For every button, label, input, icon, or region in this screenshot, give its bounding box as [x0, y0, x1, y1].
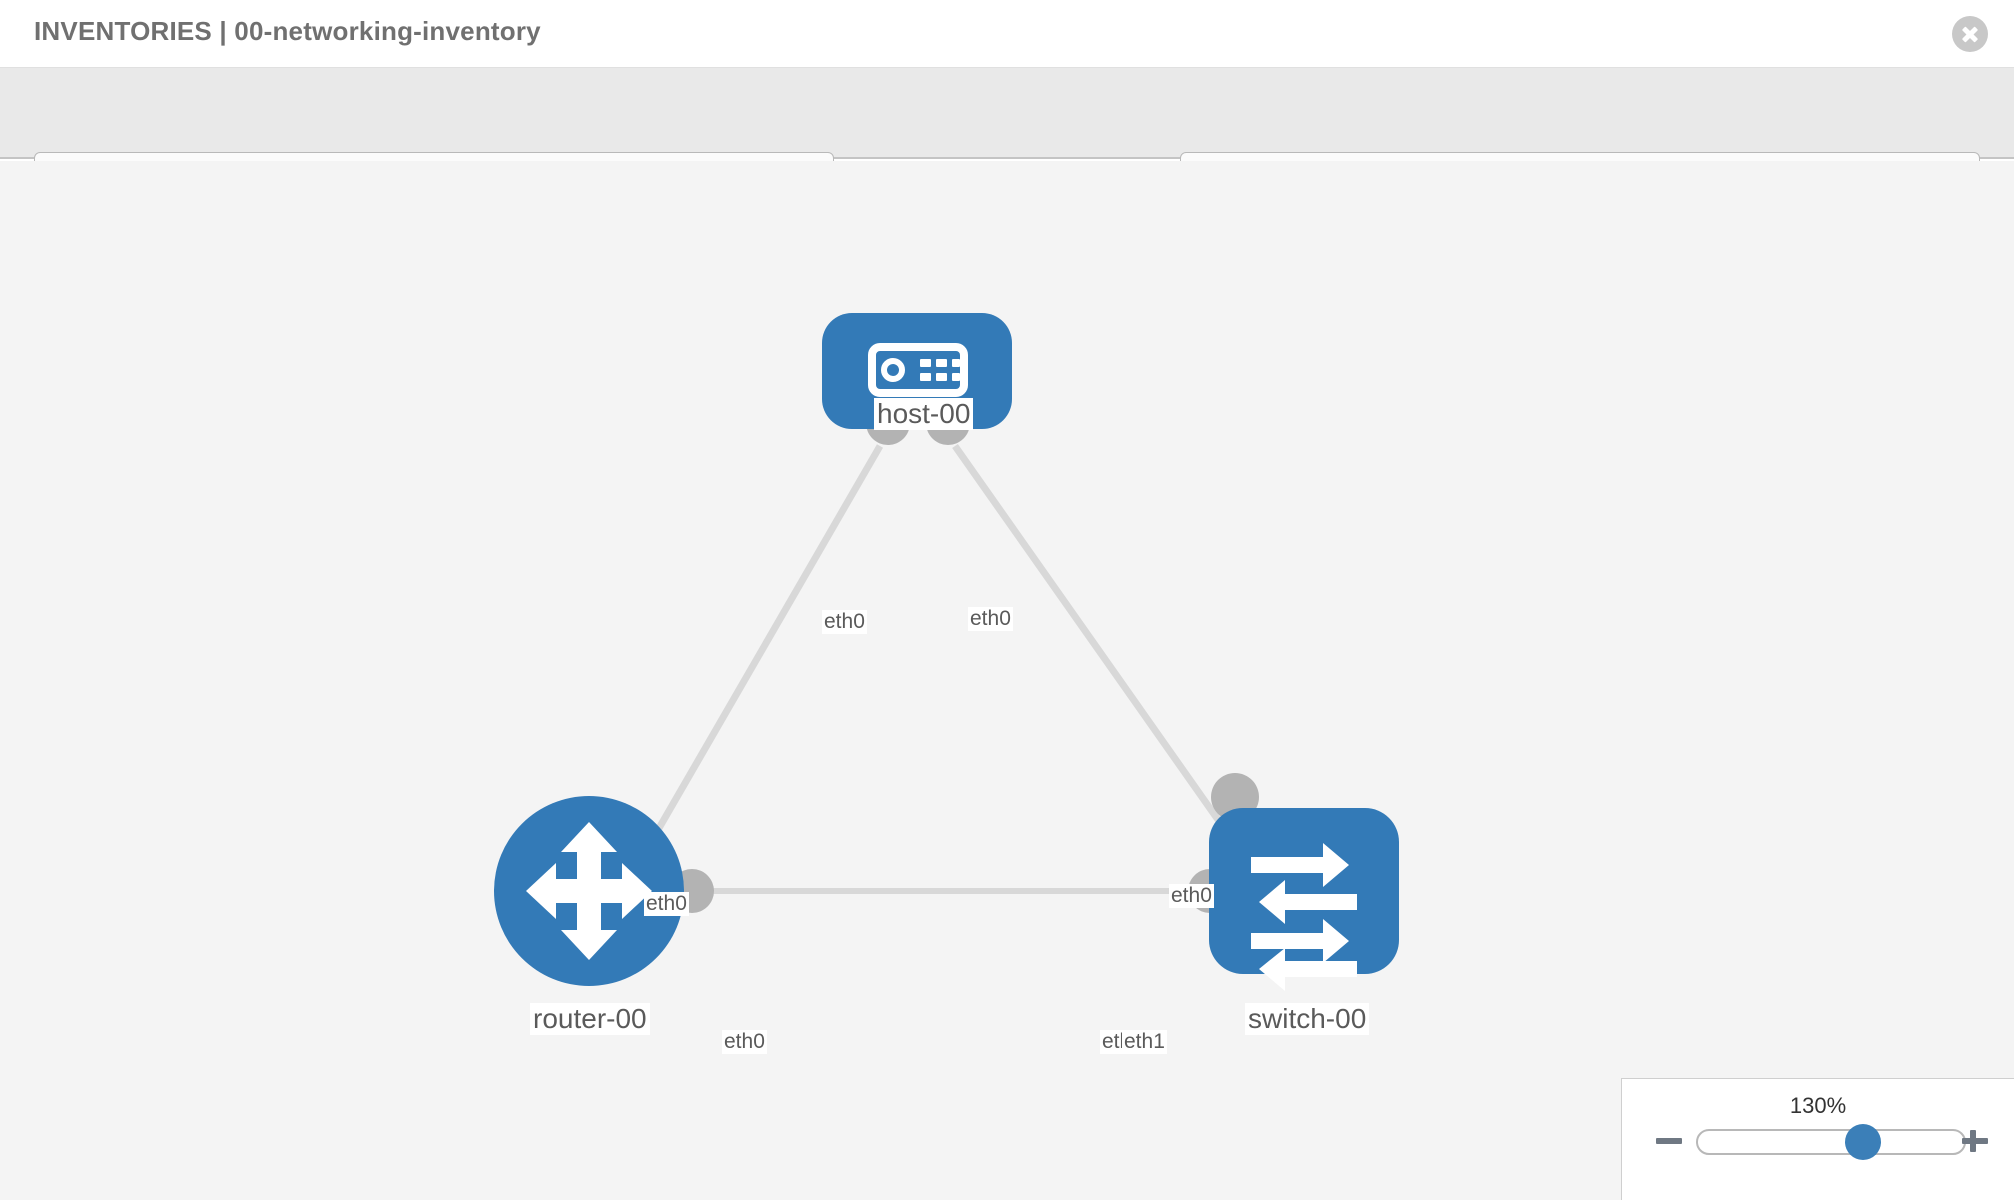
link-host00-switch00	[952, 443, 1243, 854]
node-label-switch-00: switch-00	[1245, 1003, 1370, 1036]
topology-links	[636, 443, 1243, 894]
router-arrows-icon	[526, 822, 652, 960]
switch-arrows-icon	[1251, 843, 1357, 991]
toolbar: ACTIONS SEARCH	[0, 68, 2014, 208]
iface-label: eth1	[1122, 1030, 1167, 1055]
node-router-00	[494, 796, 684, 986]
page-header: INVENTORIES | 00-networking-inventory	[0, 0, 2014, 68]
minus-icon[interactable]	[1654, 1126, 1684, 1156]
page-title: INVENTORIES | 00-networking-inventory	[34, 16, 541, 46]
iface-label: eth0	[1169, 884, 1214, 909]
zoom-slider[interactable]	[1696, 1124, 1966, 1160]
link-host00-router00	[636, 444, 884, 863]
plus-icon[interactable]	[1960, 1126, 1990, 1156]
topology-graph	[494, 313, 1399, 991]
server-icon	[868, 343, 968, 397]
close-icon[interactable]	[1952, 16, 1988, 52]
iface-label: eth0	[644, 892, 689, 917]
zoom-level-value: 130%	[1789, 1093, 1847, 1118]
zoom-control-panel: 130%	[1621, 1078, 2014, 1200]
iface-label: eth0	[968, 607, 1013, 632]
node-label-router-00: router-00	[530, 1003, 650, 1036]
topology-canvas[interactable]: host-00 router-00 switch-00 eth0 eth0 et…	[0, 161, 2014, 1200]
zoom-slider-thumb[interactable]	[1844, 1124, 1881, 1160]
iface-label: eth0	[822, 610, 867, 635]
node-switch-00	[1209, 808, 1399, 991]
node-label-host-00: host-00	[874, 398, 974, 431]
iface-label: eth0	[722, 1030, 767, 1055]
